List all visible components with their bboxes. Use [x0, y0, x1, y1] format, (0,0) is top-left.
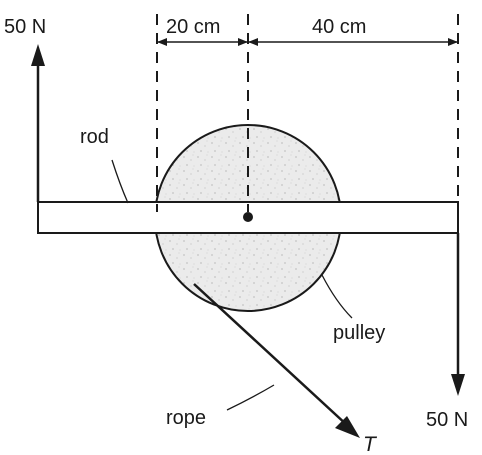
label-tension: T	[363, 433, 378, 455]
label-force-bottom: 50 N	[426, 409, 468, 431]
force-arrowhead-up	[31, 44, 45, 66]
dim-arrowhead-right-b	[448, 38, 458, 46]
dim-arrowhead-right-a	[248, 38, 258, 46]
label-rope: rope	[166, 407, 206, 429]
tension-arrowhead	[335, 416, 360, 438]
force-arrowhead-down	[451, 374, 465, 396]
dim-arrowhead-left-b	[238, 38, 248, 46]
pulley-leader-line	[321, 274, 353, 319]
rod-leader-line	[111, 159, 129, 204]
dim-arrowhead-left-a	[157, 38, 167, 46]
pivot-point	[243, 212, 253, 222]
label-force-top: 50 N	[4, 16, 46, 38]
label-rod: rod	[80, 126, 109, 148]
rope-leader-line	[226, 384, 275, 411]
label-pulley: pulley	[333, 322, 385, 344]
rope-line	[193, 283, 349, 427]
label-dimension-40cm: 40 cm	[312, 16, 366, 38]
label-dimension-20cm: 20 cm	[166, 16, 220, 38]
